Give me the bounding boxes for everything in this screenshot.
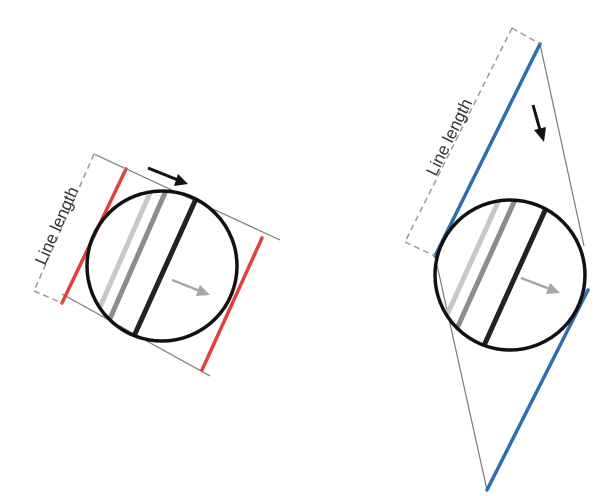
right-line-length-label: Line length: [423, 96, 477, 179]
left-line-length-label: Line length: [31, 184, 82, 268]
right-black-arrow-head: [534, 127, 546, 142]
left-bars: [87, 191, 203, 341]
right-blue-edge-lower: [485, 288, 590, 492]
right-bar-dark: [479, 200, 555, 350]
right-blue-edge-upper: [433, 42, 542, 258]
right-aperture-circle: [433, 198, 587, 352]
right-gray-arrow-head: [546, 283, 560, 294]
right-rhombus-top-right-edge: [539, 43, 585, 247]
right-panel: Line length: [404, 27, 590, 492]
left-dimension-tick-bottom: [33, 290, 63, 304]
right-rhombus-bottom-left-edge: [434, 255, 488, 491]
left-dimension-line: [33, 153, 95, 292]
right-gray-arrow-shaft: [520, 276, 551, 291]
left-black-arrow-shaft: [147, 166, 179, 182]
right-dimension-tick-top: [511, 27, 541, 45]
left-aperture-circle: [85, 189, 239, 343]
right-black-arrow-shaft: [531, 104, 542, 131]
left-gray-arrow-shaft: [171, 278, 201, 293]
left-bar-dark: [127, 191, 203, 341]
left-dimension-tick-top: [93, 153, 127, 170]
left-black-arrow-head: [174, 174, 188, 186]
right-bars: [435, 200, 555, 350]
right-bar-light: [435, 200, 511, 337]
left-panel: Line length: [31, 153, 281, 377]
left-bar-mid: [102, 191, 178, 332]
right-bar-mid: [451, 200, 527, 337]
left-gray-arrow-head: [196, 285, 210, 296]
right-dimension-tick-bottom: [404, 241, 436, 257]
left-red-edge-right: [200, 236, 264, 372]
left-bar-light: [87, 191, 163, 332]
